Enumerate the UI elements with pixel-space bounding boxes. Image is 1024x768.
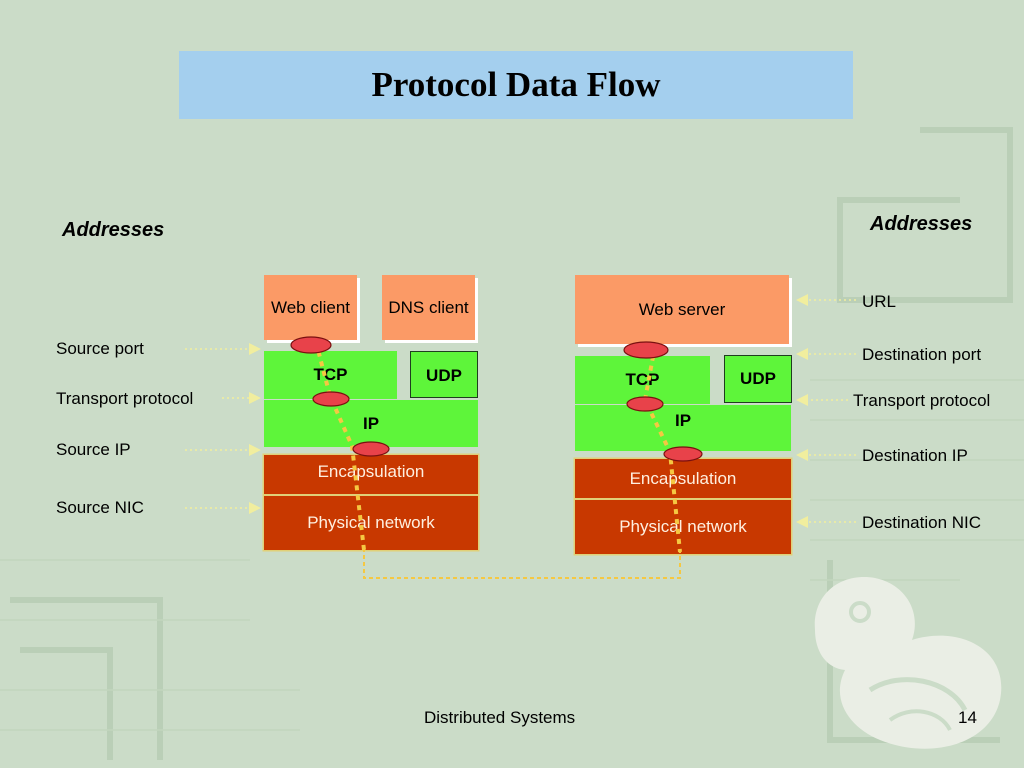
label-source-ip: Source IP — [56, 440, 131, 459]
left-addresses-heading: Addresses — [62, 219, 165, 241]
right-addresses-heading: Addresses — [870, 213, 973, 235]
title-bar: Protocol Data Flow — [179, 51, 853, 119]
dns-client-box: DNS client — [382, 275, 475, 340]
label-transport-protocol-right: Transport protocol — [853, 391, 991, 410]
ip-box-left: IP — [264, 400, 478, 447]
label-source-port: Source port — [56, 339, 144, 358]
label-url: URL — [862, 292, 897, 311]
ip-box-right: IP — [575, 405, 791, 451]
encapsulation-box-left: Encapsulation — [264, 455, 478, 494]
label-transport-protocol-left: Transport protocol — [56, 389, 194, 408]
udp-box-left: UDP — [410, 351, 478, 398]
slide-title: Protocol Data Flow — [371, 65, 661, 104]
label-source-nic: Source NIC — [56, 498, 144, 517]
physical-network-box-right: Physical network — [575, 500, 791, 554]
encapsulation-box-right: Encapsulation — [575, 459, 791, 498]
dragon-ornament-icon — [814, 577, 1002, 749]
web-client-box: Web client — [264, 275, 357, 340]
label-destination-ip: Destination IP — [862, 446, 968, 465]
label-destination-port: Destination port — [862, 345, 982, 364]
tcp-box-left: TCP — [264, 351, 397, 399]
udp-box-right: UDP — [724, 355, 792, 403]
tcp-box-right: TCP — [575, 356, 710, 404]
web-server-box: Web server — [575, 275, 789, 344]
physical-network-box-left: Physical network — [264, 496, 478, 550]
footer-course-title: Distributed Systems — [424, 708, 576, 727]
footer-page-number: 14 — [958, 708, 977, 727]
label-destination-nic: Destination NIC — [862, 513, 982, 532]
